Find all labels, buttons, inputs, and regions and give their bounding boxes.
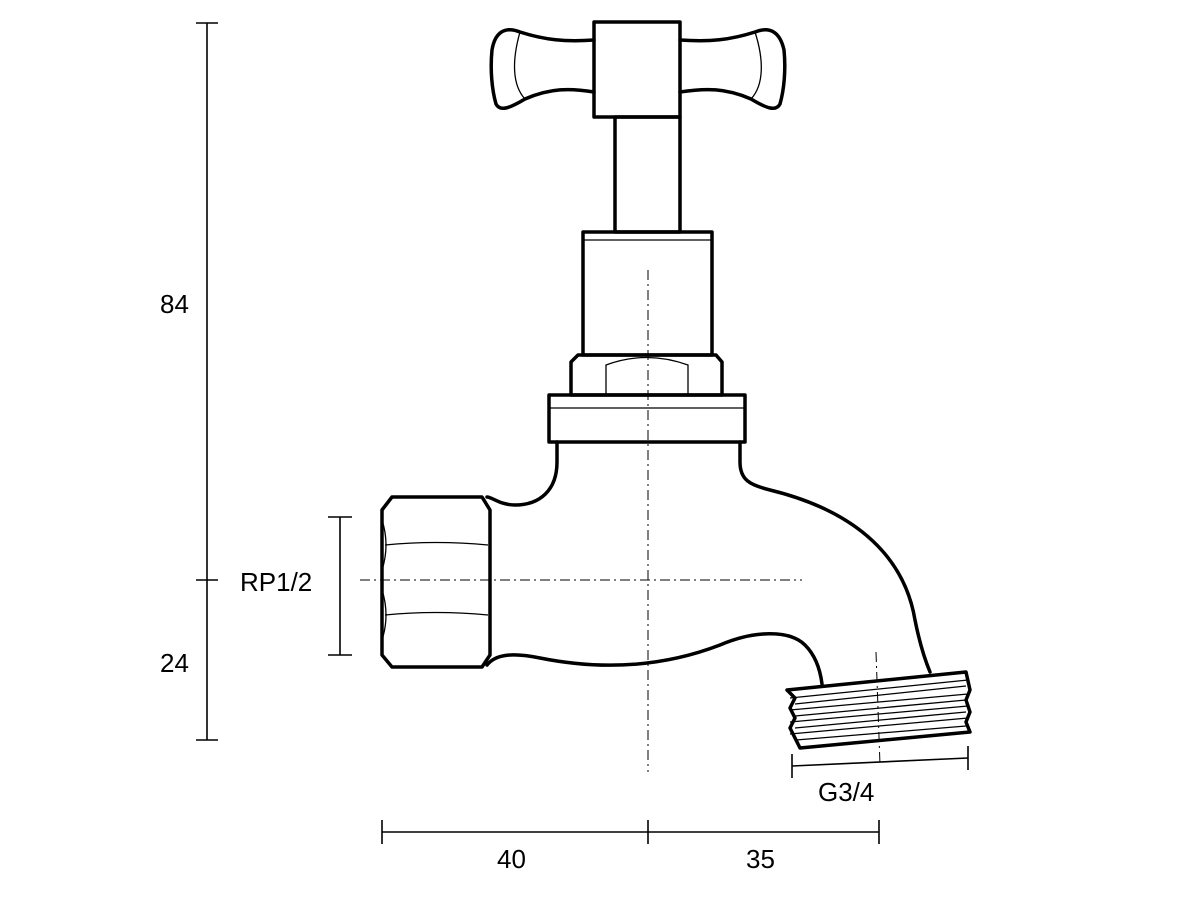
outlet-dimension bbox=[791, 746, 969, 778]
outlet-thread bbox=[785, 670, 972, 750]
height-dimension bbox=[196, 22, 218, 741]
inlet-to-center-label: 40 bbox=[497, 844, 526, 874]
outlet-centerline bbox=[875, 651, 881, 766]
spindle bbox=[613, 115, 682, 234]
cross-handle bbox=[489, 20, 787, 119]
tap-body bbox=[485, 440, 932, 686]
inlet-thread-label: RP1/2 bbox=[240, 567, 312, 597]
outlet-thread-label: G3/4 bbox=[818, 777, 874, 807]
center-to-outlet-label: 35 bbox=[746, 844, 775, 874]
lower-height-label: 24 bbox=[160, 648, 189, 678]
inlet-dimension bbox=[328, 516, 352, 656]
width-dimension bbox=[381, 820, 880, 844]
hex-nut bbox=[569, 353, 724, 397]
flange bbox=[547, 393, 747, 444]
inlet-hex bbox=[380, 495, 492, 669]
overall-height-label: 84 bbox=[160, 289, 189, 319]
